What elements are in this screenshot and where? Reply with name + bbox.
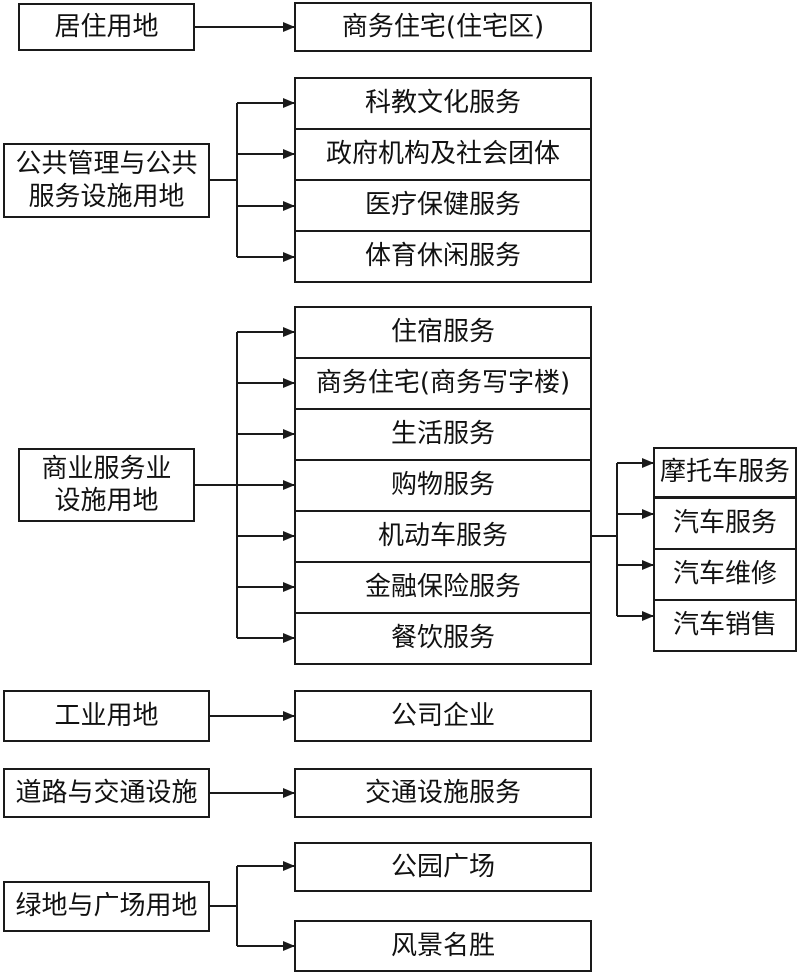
target-label: 医疗保健服务: [364, 190, 521, 221]
sub-label: 摩托车服务: [659, 457, 790, 488]
category-label: 道路与交通设施: [15, 777, 198, 808]
sub-label: 汽车维修: [672, 559, 777, 590]
category-transport-land: 道路与交通设施: [3, 768, 210, 818]
target-label: 体育休闲服务: [364, 241, 521, 272]
sub-car-service: 汽车服务: [653, 497, 797, 550]
category-label: 绿地与广场用地: [15, 891, 198, 922]
category-industrial-land: 工业用地: [3, 690, 210, 742]
target-government-social-groups: 政府机构及社会团体: [294, 128, 592, 181]
target-label: 金融保险服务: [364, 572, 521, 603]
target-medical-health: 医疗保健服务: [294, 179, 592, 232]
target-park-square: 公园广场: [294, 842, 592, 892]
target-residential-business-housing: 商务住宅(住宅区): [294, 2, 592, 52]
target-sports-leisure: 体育休闲服务: [294, 230, 592, 283]
category-residential-land: 居住用地: [18, 3, 195, 51]
target-transport-facility-service: 交通设施服务: [294, 768, 592, 818]
target-finance-insurance: 金融保险服务: [294, 561, 592, 614]
target-label: 购物服务: [390, 470, 495, 501]
target-label: 住宿服务: [390, 317, 495, 348]
target-motor-vehicle-service: 机动车服务: [294, 510, 592, 563]
target-label: 商务住宅(住宅区): [341, 11, 545, 42]
target-label: 科教文化服务: [364, 88, 521, 119]
target-label: 交通设施服务: [364, 777, 521, 808]
target-company-enterprise: 公司企业: [294, 690, 592, 742]
sub-car-sales: 汽车销售: [653, 599, 797, 652]
target-label: 公司企业: [390, 700, 495, 731]
category-label: 工业用地: [54, 700, 159, 731]
category-label-line-2: 设施用地: [54, 486, 159, 516]
target-accommodation: 住宿服务: [294, 306, 592, 359]
category-label-line-1: 商业服务业: [41, 453, 172, 484]
target-label: 风景名胜: [390, 930, 495, 961]
target-scenic-spot: 风景名胜: [294, 920, 592, 972]
sub-label: 汽车销售: [672, 610, 777, 641]
sub-car-repair: 汽车维修: [653, 548, 797, 601]
target-business-office-building: 商务住宅(商务写字楼): [294, 357, 592, 410]
sub-motorcycle-service: 摩托车服务: [653, 447, 797, 498]
target-label: 商务住宅(商务写字楼): [315, 368, 571, 399]
target-label: 公园广场: [390, 851, 495, 882]
target-label: 生活服务: [390, 419, 495, 450]
target-shopping: 购物服务: [294, 459, 592, 512]
category-label-line-1: 公共管理与公共: [15, 149, 198, 179]
target-catering: 餐饮服务: [294, 612, 592, 665]
target-label: 政府机构及社会团体: [325, 139, 560, 170]
category-label-line-2: 服务设施用地: [28, 181, 185, 212]
category-green-square-land: 绿地与广场用地: [3, 881, 210, 932]
target-label: 餐饮服务: [390, 623, 495, 654]
target-science-education-culture: 科教文化服务: [294, 77, 592, 130]
sub-label: 汽车服务: [672, 508, 777, 539]
category-label: 居住用地: [54, 11, 159, 42]
target-life-service: 生活服务: [294, 408, 592, 461]
target-label: 机动车服务: [377, 521, 508, 552]
category-public-service-land: 公共管理与公共 服务设施用地: [3, 143, 210, 218]
category-commercial-land: 商业服务业 设施用地: [18, 448, 195, 522]
